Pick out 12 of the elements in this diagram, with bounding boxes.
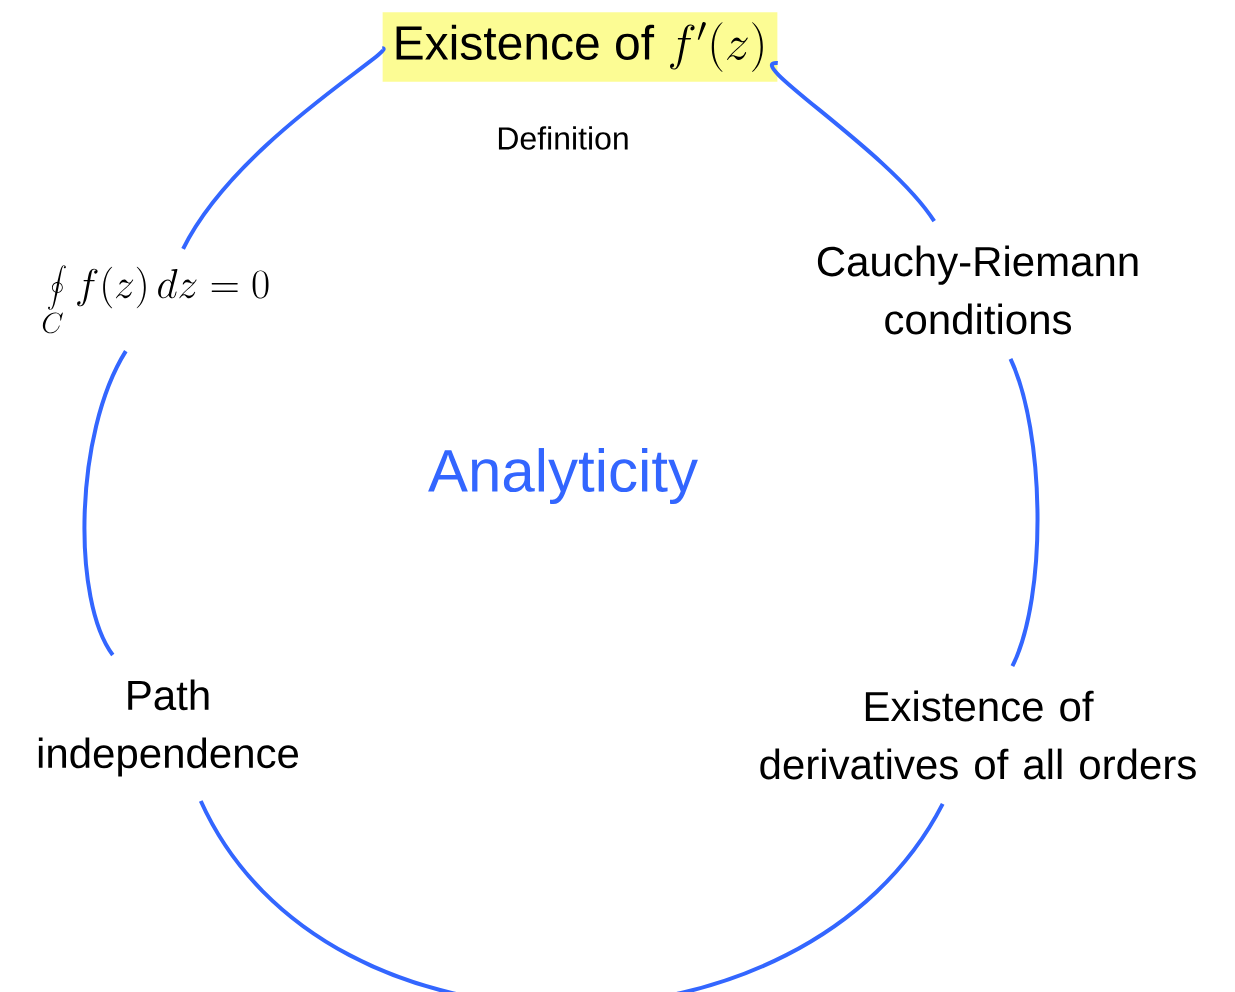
ring-label: Cauchy-Riemann conditions	[817, 245, 1138, 335]
ring-arc	[82, 350, 128, 657]
ring-arc	[199, 799, 945, 992]
center-heading: Analyticity	[428, 448, 698, 504]
ring-arc	[770, 61, 936, 223]
ring-label: Existence of derivatives of all orders	[760, 690, 1196, 780]
caption-text: Definition	[498, 126, 628, 150]
ring-arc	[181, 48, 385, 250]
ring-label: Path independence	[38, 679, 299, 777]
integral-formula: $\oint\limits_{C} f(z)\,dz=0$	[42, 265, 269, 334]
ring-arc	[1008, 358, 1040, 667]
highlighted-heading: Existence of $f'(z)$	[382, 12, 778, 82]
